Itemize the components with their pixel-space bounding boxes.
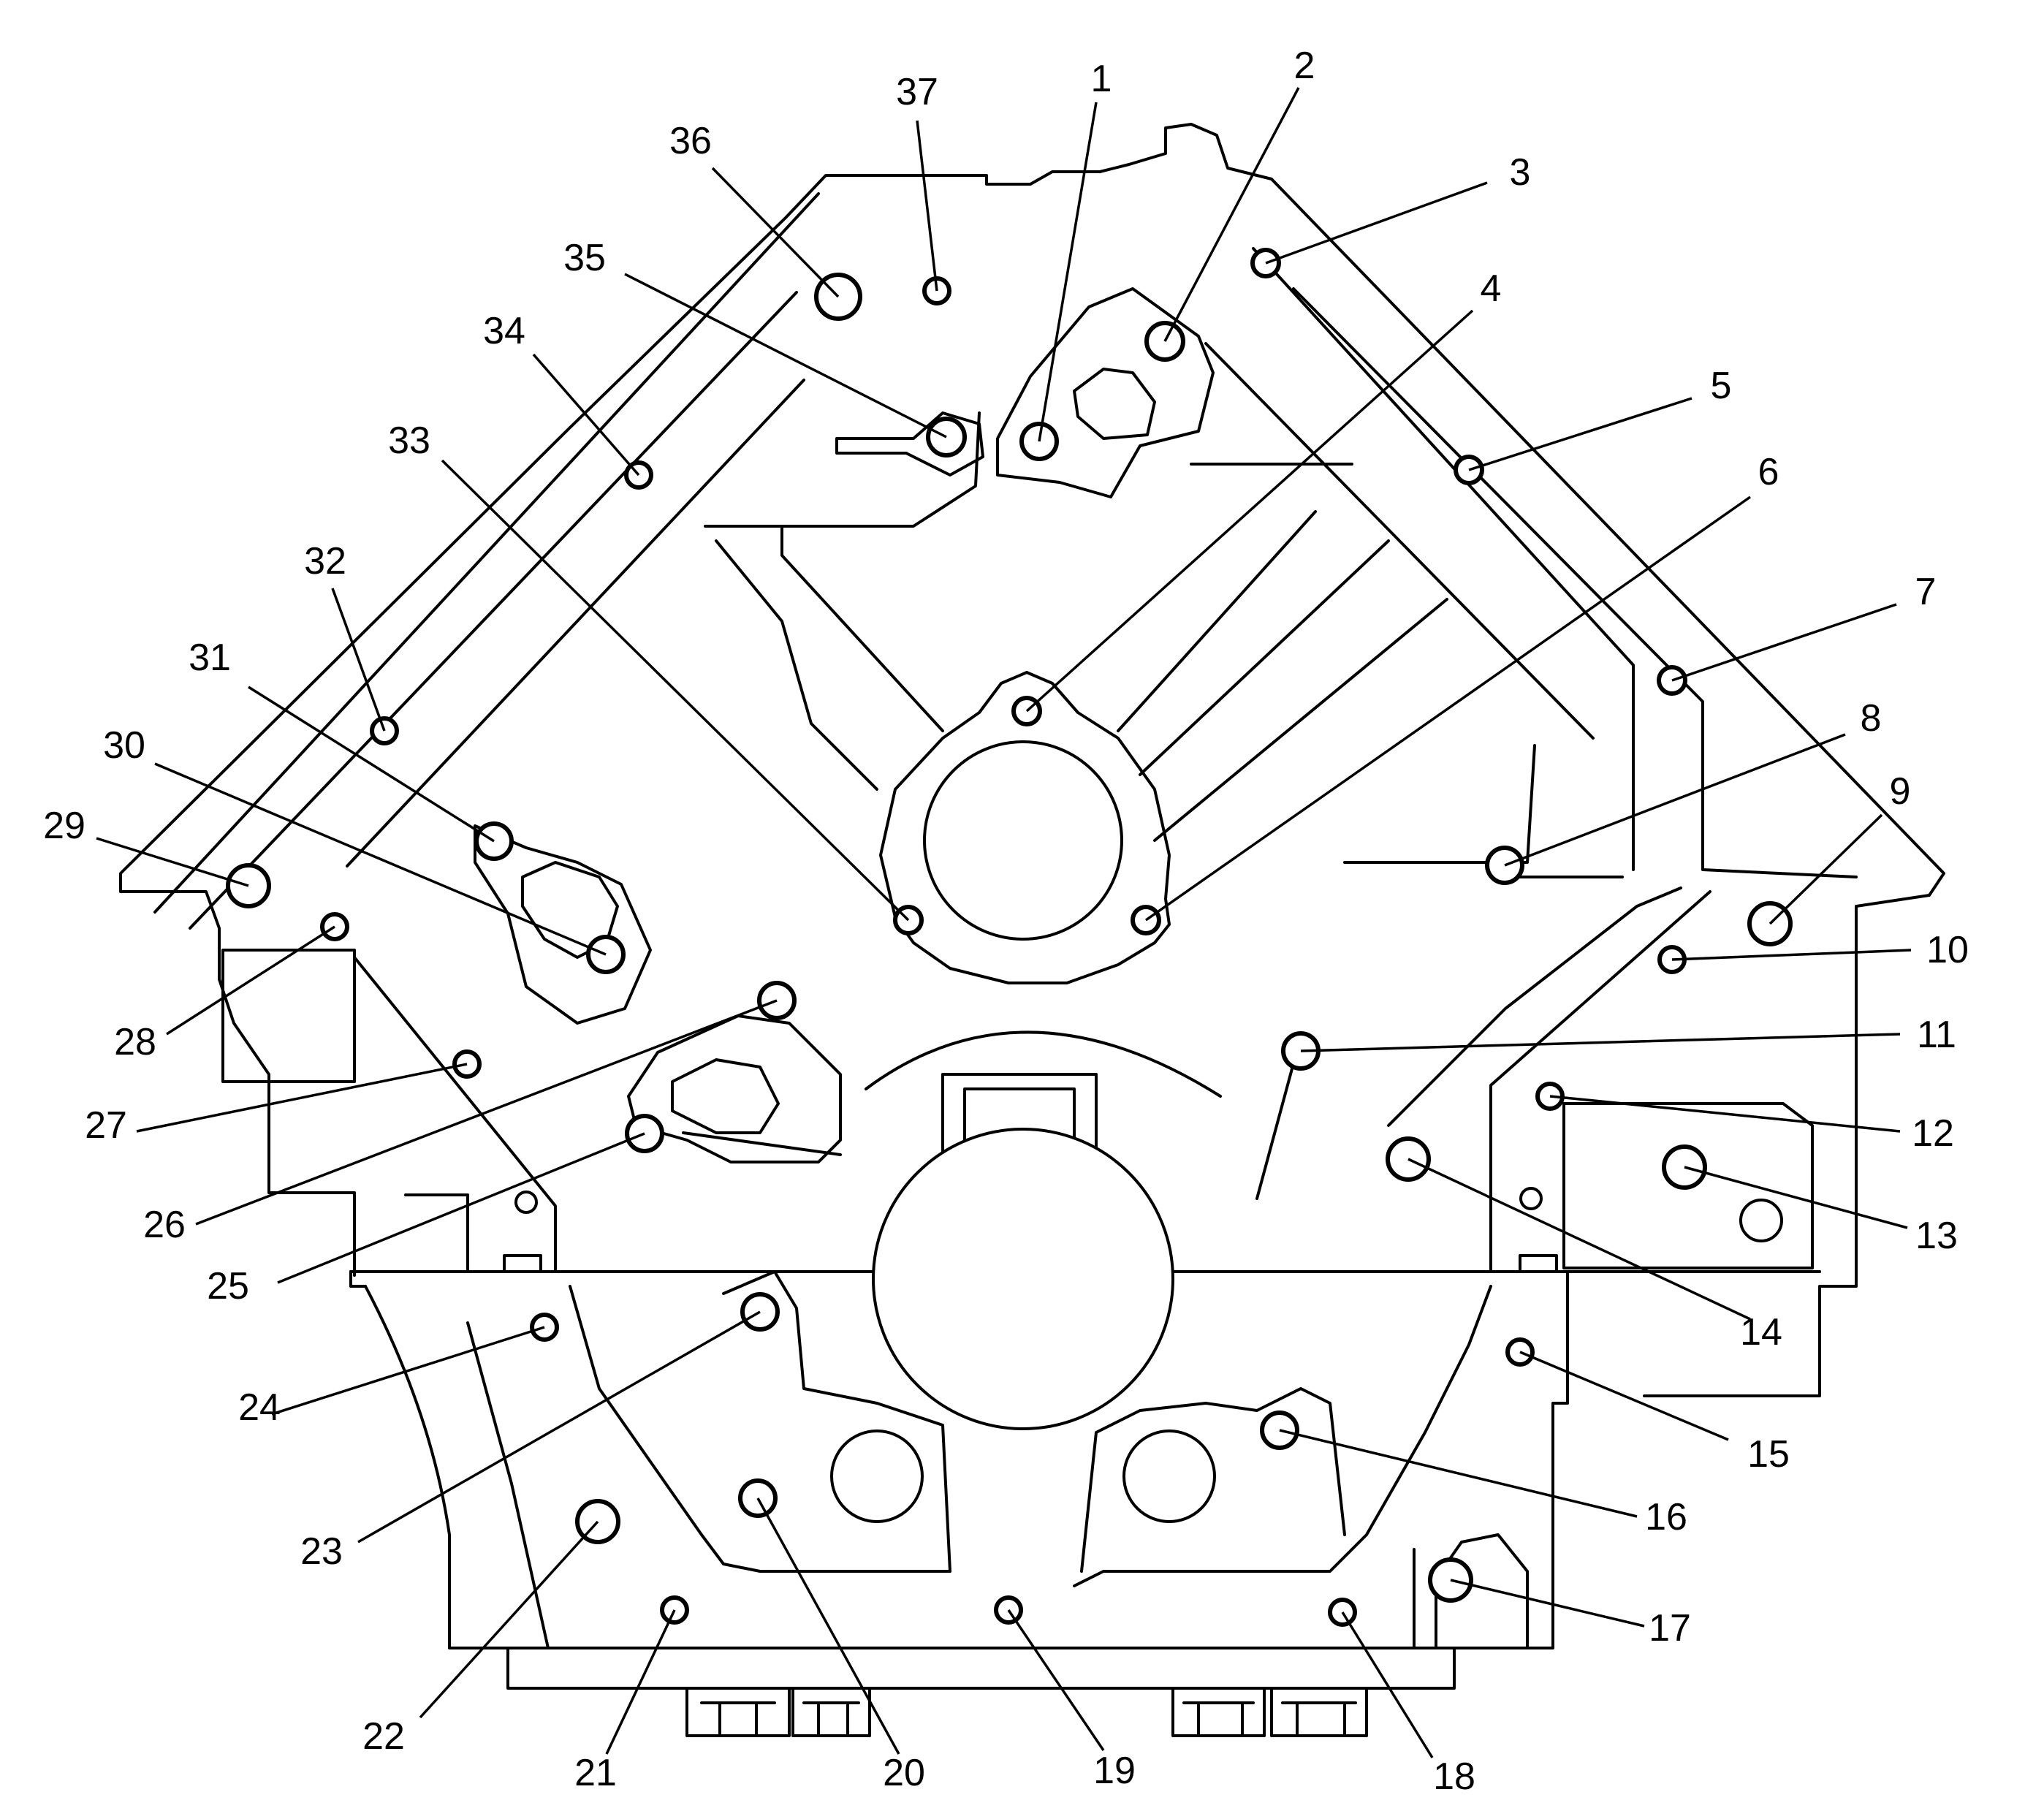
callout-label: 14: [1740, 1311, 1782, 1353]
lower-bracket-16: [1073, 1285, 1492, 1587]
callout-label: 11: [1917, 1014, 1956, 1056]
bracket-upper-inner: [1073, 368, 1156, 440]
bearing-cap-tab-inner: [963, 1087, 1076, 1171]
rib-8: [1343, 744, 1536, 864]
callout-label: 33: [388, 419, 430, 462]
right-bank-rail-1: [1252, 247, 1635, 871]
callout-label: 31: [189, 637, 231, 679]
callout-label: 29: [43, 805, 86, 847]
pan-flange: [506, 1647, 1456, 1690]
leader-lines: [96, 87, 1912, 1758]
lower-left-bracket: [627, 1014, 842, 1163]
callout-labels: 1 2 3 4 5 6 7 8 9 10 11 12 13 14 15 16 1…: [43, 45, 1969, 1798]
lower-left-bracket-inner: [671, 1058, 780, 1134]
callout-label: 32: [304, 540, 346, 582]
callout-label: 13: [1915, 1215, 1958, 1257]
callout-label: 6: [1758, 451, 1779, 493]
lower-left-window: [830, 1430, 924, 1523]
callout-label: 8: [1861, 697, 1882, 740]
callout-label: 25: [207, 1265, 249, 1307]
callout-label: 20: [883, 1752, 925, 1794]
valley-diag-2: [1139, 539, 1390, 776]
valley-rib-2: [715, 539, 878, 791]
callout-label: 28: [114, 1021, 156, 1063]
callout-label: 34: [483, 310, 525, 352]
rib-11: [1255, 1062, 1295, 1200]
valley-diag-1: [1117, 510, 1317, 732]
callout-label: 12: [1912, 1112, 1954, 1155]
callout-label: 17: [1649, 1607, 1691, 1649]
callout-label: 26: [143, 1204, 186, 1246]
lobe-35: [835, 411, 984, 477]
left-bracket-31: [474, 824, 652, 1025]
arc-main-bearing: [865, 1030, 1222, 1098]
lower-bracket-16b: [1080, 1387, 1346, 1573]
callout-label: 24: [238, 1386, 281, 1429]
valley-left-wall: [704, 411, 981, 528]
block-outline: [119, 123, 1945, 1737]
lower-block: [364, 1270, 1569, 1649]
cam-boss: [879, 671, 1171, 984]
callout-label: 3: [1510, 151, 1531, 194]
callout-label: 36: [669, 120, 712, 162]
bearing-cap-tab: [941, 1073, 1098, 1185]
crank-bore: [872, 1128, 1174, 1430]
lower-left-edge: [466, 1321, 550, 1649]
bracket-upper: [996, 287, 1215, 498]
callout-label: 1: [1091, 58, 1112, 100]
rib-to-26: [682, 1131, 842, 1156]
callout-label: 27: [85, 1104, 127, 1147]
right-bank-rail-2: [1292, 287, 1858, 878]
lower-right-window: [1122, 1430, 1216, 1523]
left-bank-rail-1: [153, 192, 820, 914]
callout-label: 4: [1481, 267, 1502, 310]
pan-rail-left-tab: [349, 1270, 367, 1288]
callout-label: 7: [1915, 571, 1937, 613]
lower-inner-left: [569, 1285, 951, 1573]
cam-bore: [923, 740, 1123, 941]
callout-label: 10: [1926, 929, 1969, 971]
callout-label: 2: [1294, 45, 1315, 87]
left-bank-rail-3: [346, 379, 805, 867]
left-lower-frame: [221, 949, 356, 1083]
bottom-bolt-heads: [685, 1687, 1368, 1737]
left-lower-wall: [353, 956, 557, 1273]
callout-label: 22: [362, 1715, 405, 1758]
callout-label: 9: [1890, 770, 1911, 813]
left-lower-frame-2: [404, 1193, 469, 1273]
callout-label: 18: [1433, 1755, 1475, 1798]
right-lower-wall: [1489, 890, 1711, 1273]
block-upper-silhouette: [119, 123, 1945, 1397]
right-lower-bracket: [1562, 1102, 1814, 1269]
right-mid-arc: [1387, 886, 1682, 1127]
right-bank-rail-3: [1204, 342, 1595, 740]
callout-label: 5: [1711, 365, 1732, 407]
callout-label: 15: [1747, 1433, 1790, 1476]
callout-label: 37: [896, 71, 938, 113]
callout-label: 30: [103, 724, 145, 767]
valley-diag-3: [1153, 598, 1448, 842]
callout-label: 35: [563, 237, 606, 279]
valley-rib: [780, 525, 944, 732]
callout-label: 19: [1093, 1750, 1136, 1792]
callout-label: 21: [574, 1752, 617, 1794]
callout-label: 16: [1645, 1496, 1687, 1538]
callout-label: 23: [300, 1530, 343, 1573]
